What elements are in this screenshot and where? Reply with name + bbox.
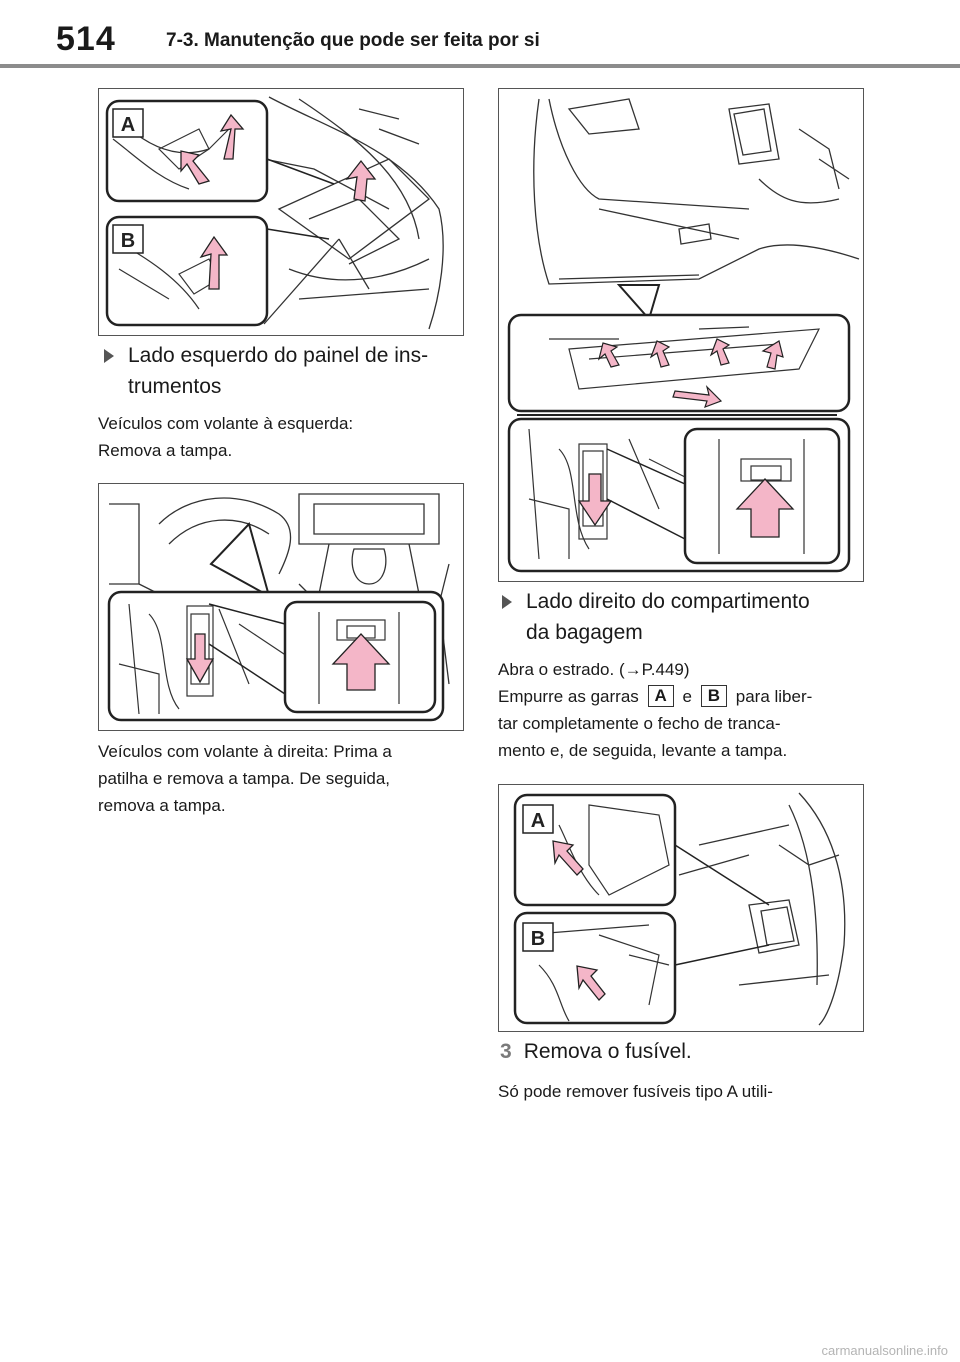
rhd-instructions: Veículos com volante à direita: Prima a … [98, 738, 464, 819]
callout-label-a: A [531, 810, 545, 832]
figure-right-panel-drawing [507, 98, 860, 573]
tag-a: A [647, 685, 674, 707]
text-line: patilha e remova a tampa. De seguida, [98, 769, 391, 788]
text-line: Veículos com volante à direita: Prima a [98, 742, 392, 761]
push-line: Empurre as garras A e B para liber- [498, 685, 813, 707]
figure-luggage-drawing: A B [513, 792, 846, 1026]
text-line: tar completamente o fecho de tranca- [498, 714, 781, 733]
callout-label-b: B [531, 928, 545, 950]
step-title: Remova o fusível. [523, 1040, 692, 1063]
heading-line: Lado direito do compartimento [526, 590, 810, 613]
step-3-heading: 3 Remova o fusível. [500, 1036, 862, 1067]
header-rule [0, 64, 960, 68]
figure-dashboard-cover [98, 483, 464, 731]
heading-line: da bagagem [526, 621, 643, 644]
figure-dashboard-drawing [107, 493, 450, 722]
text-line: Remova a tampa. [98, 441, 233, 460]
section-heading-luggage: Lado direito do compartimento da bagagem [498, 586, 860, 648]
callout-label-b: B [121, 230, 135, 252]
step-3-text: Só pode remover fusíveis tipo A utili- [498, 1078, 864, 1105]
bullet-triangle-icon [104, 349, 114, 363]
figure-luggage-callouts: A B [498, 784, 864, 1032]
section-heading-left-panel: Lado esquerdo do painel de ins- trumento… [100, 340, 460, 402]
bullet-triangle-icon [502, 595, 512, 609]
figure-left-panel-callouts: A B [98, 88, 464, 336]
heading-line: trumentos [128, 375, 222, 398]
arrow-right-icon: → [624, 660, 642, 679]
figure-left-panel-drawing: A B [105, 96, 444, 330]
heading-line: Lado esquerdo do painel de ins- [128, 344, 429, 367]
callout-label-a: A [121, 114, 135, 136]
lhd-instructions: Veículos com volante à esquerda: Remova … [98, 410, 464, 464]
tag-b: B [700, 685, 728, 707]
page-header: 514 7-3. Manutenção que pode ser feita p… [0, 0, 960, 72]
open-line: Abra o estrado. (→P.449) [498, 660, 690, 679]
figure-right-panel [498, 88, 864, 582]
text-line: remova a tampa. [98, 796, 226, 815]
luggage-instructions: Abra o estrado. (→P.449) Empurre as garr… [498, 656, 866, 764]
page-number: 514 [56, 20, 116, 58]
chapter-title: 7-3. Manutenção que pode ser feita por s… [166, 30, 540, 51]
text-line: Só pode remover fusíveis tipo A utili- [498, 1082, 773, 1101]
watermark: carmanualsonline.info [821, 1343, 948, 1358]
text-line: mento e, de seguida, levante a tampa. [498, 741, 788, 760]
page-reference: P.449) [641, 660, 690, 679]
text-line: Veículos com volante à esquerda: [98, 414, 354, 433]
step-number: 3 [500, 1040, 512, 1063]
